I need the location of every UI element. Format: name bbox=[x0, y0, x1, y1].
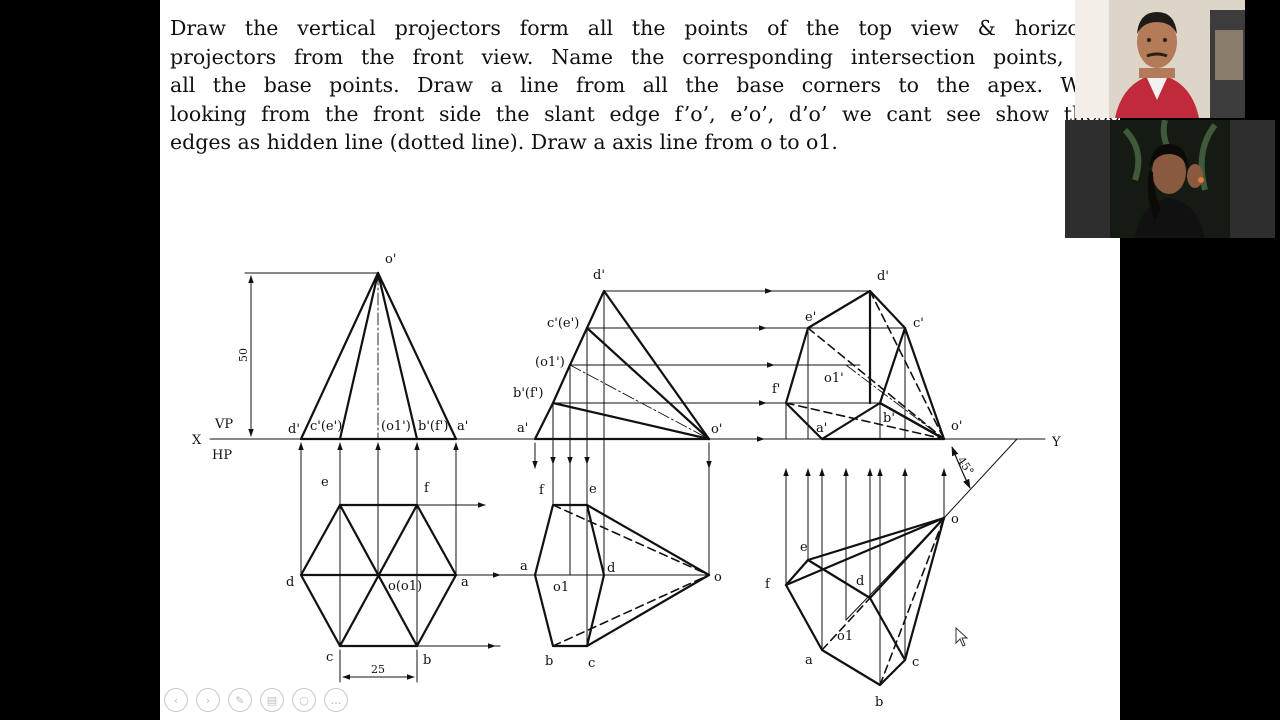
view3-front-view: d' e' c' f' o1' a' b' o' bbox=[772, 269, 962, 441]
hp-label: HP bbox=[212, 448, 232, 463]
label: d' bbox=[877, 269, 889, 284]
view3-vertical-projectors bbox=[783, 327, 947, 686]
mouse-cursor-icon bbox=[955, 626, 969, 647]
label: f bbox=[424, 481, 430, 496]
label: b bbox=[545, 654, 553, 669]
pages-icon[interactable]: ▤ bbox=[260, 688, 284, 712]
label: b bbox=[875, 695, 883, 710]
view1-front-view: 50 o' d' c'(e') (o1') b'(f') a' bbox=[237, 252, 468, 441]
label: b bbox=[423, 653, 431, 668]
label: o bbox=[714, 570, 722, 585]
label: o' bbox=[711, 422, 722, 437]
webcam-participant bbox=[1065, 120, 1275, 238]
next-icon[interactable]: › bbox=[196, 688, 220, 712]
label: d bbox=[286, 575, 294, 590]
webcam-presenter bbox=[1075, 0, 1245, 118]
label: a' bbox=[457, 419, 468, 434]
label: o1' bbox=[824, 371, 844, 386]
label: e bbox=[800, 540, 808, 555]
label: o' bbox=[951, 419, 962, 434]
label: b'(f') bbox=[513, 386, 543, 401]
label: f bbox=[539, 483, 545, 498]
label: o1 bbox=[837, 629, 853, 644]
instruction-line: looking from the front side the slant ed… bbox=[170, 101, 1120, 126]
height-dimension: 50 bbox=[237, 348, 250, 362]
pen-icon[interactable]: ✎ bbox=[228, 688, 252, 712]
label: a' bbox=[517, 421, 528, 436]
instruction-line: edges as hidden line (dotted line). Draw… bbox=[170, 130, 838, 154]
instruction-line: Draw the vertical projectors form all th… bbox=[170, 16, 1120, 40]
transfer-projectors-1-2 bbox=[416, 502, 536, 649]
participant-image bbox=[1065, 120, 1275, 238]
label: (o1') bbox=[535, 355, 565, 370]
label: e bbox=[589, 482, 597, 497]
label: a bbox=[520, 559, 528, 574]
y-label: Y bbox=[1051, 435, 1061, 450]
label: c bbox=[588, 656, 595, 671]
label: b'(f') bbox=[418, 419, 448, 434]
view2-front-view: d' c'(e') (o1') b'(f') a' o' bbox=[513, 268, 906, 442]
label: d' bbox=[593, 268, 605, 283]
label: o bbox=[951, 512, 959, 527]
label: c'(e') bbox=[547, 316, 579, 331]
label: d bbox=[607, 561, 615, 576]
label: c' bbox=[913, 316, 924, 331]
more-icon[interactable]: … bbox=[324, 688, 348, 712]
angle-45-construction: 45° bbox=[943, 438, 1018, 519]
label: c'(e') bbox=[310, 419, 342, 434]
label: f bbox=[765, 577, 771, 592]
label: c bbox=[326, 650, 333, 665]
label: o(o1) bbox=[388, 579, 422, 594]
presenter-image bbox=[1075, 0, 1245, 118]
label: a bbox=[805, 653, 813, 668]
vp-label: VP bbox=[214, 417, 233, 432]
projection-drawing: X Y VP HP 50 o' d' c'(e') (o1') bbox=[192, 252, 1061, 710]
view2-top-view: f e a d o1 o b c bbox=[520, 482, 722, 671]
x-label: X bbox=[192, 433, 202, 448]
label: d' bbox=[288, 422, 300, 437]
label-apex: o' bbox=[385, 252, 396, 267]
slideshow-controls: ‹ › ✎ ▤ ○ … bbox=[164, 688, 348, 712]
zoom-icon[interactable]: ○ bbox=[292, 688, 316, 712]
previous-icon[interactable]: ‹ bbox=[164, 688, 188, 712]
label: f' bbox=[772, 382, 780, 397]
angle-label: 45° bbox=[955, 454, 977, 477]
label: e' bbox=[805, 310, 816, 325]
view3-top-view: e f d o o1 a c b bbox=[765, 512, 959, 710]
presentation-slide: Draw the vertical projectors form all th… bbox=[160, 0, 1120, 720]
view1-top-view: 25 e f d a c b o(o1) bbox=[286, 475, 469, 683]
label: e bbox=[321, 475, 329, 490]
label: d bbox=[856, 574, 864, 589]
label: b' bbox=[883, 411, 895, 426]
label: (o1') bbox=[381, 419, 411, 434]
label: c bbox=[912, 655, 919, 670]
side-dimension: 25 bbox=[371, 663, 385, 676]
label: a bbox=[461, 575, 469, 590]
instruction-line: all the base points. Draw a line from al… bbox=[170, 73, 1120, 97]
label: o1 bbox=[553, 580, 569, 595]
label: a' bbox=[816, 421, 827, 436]
instruction-text: Draw the vertical projectors form all th… bbox=[170, 14, 1120, 157]
instruction-line: projectors from the front view. Name the… bbox=[170, 44, 1120, 69]
